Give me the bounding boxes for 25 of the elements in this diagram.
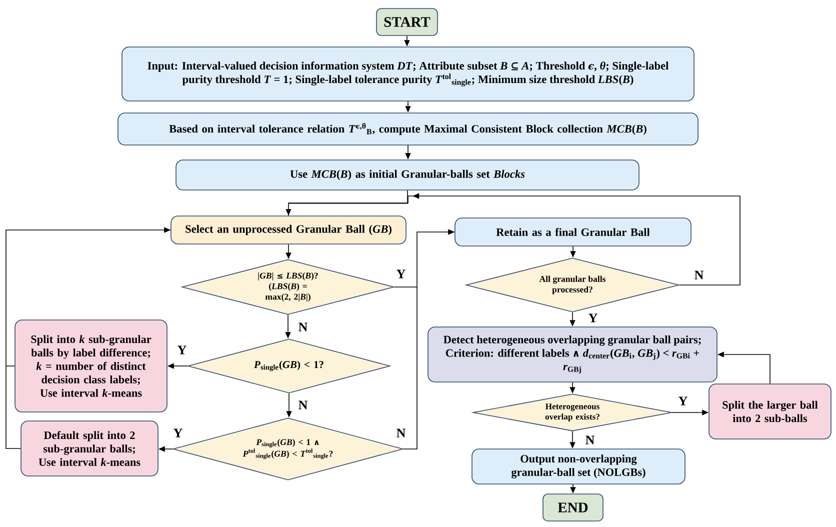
process-box: Input: Interval-valued decision information system DT; Attribute subset B ⊆ A; Threshold ϵ, θ; Single-label purity threshold T = 1; Single-label tolerance purity T$^{tol}$$_{single}$; Minimum size threshold LBS(B) [122, 46, 694, 102]
edge-label: N [693, 270, 705, 280]
edge-label: Y [176, 344, 188, 356]
edge-label: Y [587, 312, 599, 324]
edge-label: N [584, 434, 596, 446]
process-box: Select an unprocessed Granular Ball (GB) [170, 216, 406, 244]
edge-label: N [297, 400, 309, 410]
terminator-box: END [542, 494, 604, 522]
arrow [6, 227, 171, 449]
edge-label: Y [395, 268, 407, 280]
process-box: Based on interval tolerance relation T$^{ϵ,θ}$$_{B}$, compute Maximal Consistent Block collection MCB(B) [118, 112, 698, 146]
arrow [394, 229, 455, 450]
process-box: Split the larger ball into 2 sub-balls [708, 384, 832, 440]
edge-label: N [395, 428, 407, 438]
process-box: Default split into 2 sub-granular balls; Use interval k-means [20, 420, 158, 476]
terminator-box: START [376, 8, 438, 36]
edge-label: Y [172, 428, 184, 438]
process-box: Retain as a final Granular Ball [454, 218, 692, 246]
process-box: Split into k sub-granular balls by label difference; k = number of distinct decision class labels; Use interval k-means [14, 320, 168, 412]
process-box: Output non-overlapping granular-ball set (NOLGBs) [472, 448, 686, 484]
edge-label: N [297, 322, 309, 332]
edge-label: Y [677, 396, 689, 406]
process-box: Detect heterogeneous overlapping granular ball pairs; Criterion: different labels ∧ d$_{center}$(GB$_{i}$, GB$_{j}$) < r$_{GBi}$ + r$_{GBj}$ [428, 326, 718, 382]
process-box: Use MCB(B) as initial Granular-balls set Blocks [176, 160, 640, 190]
arrow [286, 190, 740, 286]
